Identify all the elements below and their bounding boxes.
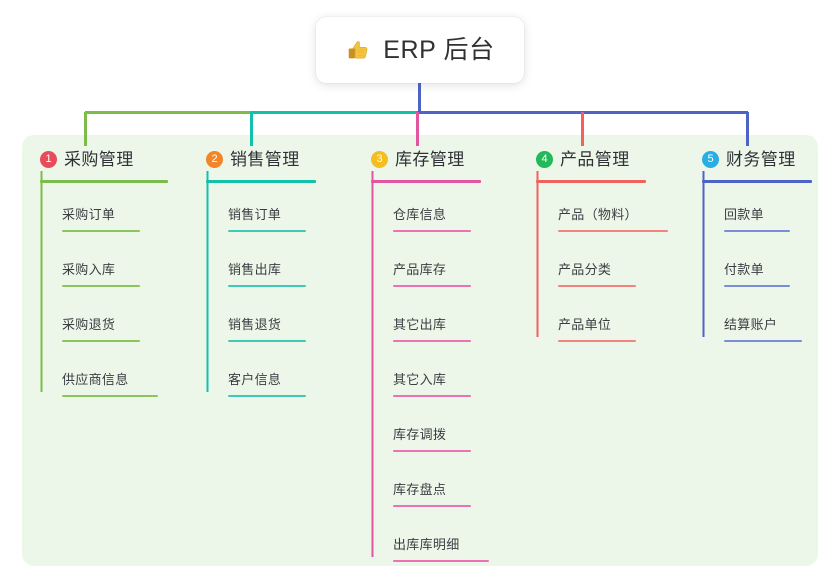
leaf-underline [724, 340, 802, 342]
branch-header-2[interactable]: 2 销售管理 [188, 146, 354, 172]
leaf-label: 其它出库 [393, 317, 447, 332]
branch-header-3[interactable]: 3 库存管理 [353, 146, 519, 172]
leaf-node[interactable]: 销售退货 [228, 318, 306, 342]
leaf-label: 采购入库 [62, 262, 116, 277]
leaf-label: 付款单 [724, 262, 764, 277]
leaf-label: 产品库存 [393, 262, 447, 277]
branch-column-1: 1 采购管理 采购订单 采购入库 采购退货 供应商信息 [22, 146, 188, 397]
leaf-node[interactable]: 销售出库 [228, 263, 306, 287]
branch-title-5: 财务管理 [726, 149, 796, 169]
leaf-underline [228, 230, 306, 232]
leaf-label: 销售订单 [228, 207, 282, 222]
leaf-label: 库存盘点 [393, 482, 447, 497]
leaf-underline [393, 395, 471, 397]
leaf-underline [724, 285, 790, 287]
branch-badge-1: 1 [40, 150, 57, 168]
branch-underline-3 [371, 180, 481, 183]
leaf-node[interactable]: 库存调拨 [393, 428, 471, 452]
leaf-underline [62, 285, 140, 287]
leaf-label: 供应商信息 [62, 372, 129, 387]
leaf-underline [393, 450, 471, 452]
leaf-underline [228, 395, 306, 397]
leaf-node[interactable]: 结算账户 [724, 318, 802, 342]
leaf-underline [558, 340, 636, 342]
leaf-underline [558, 285, 636, 287]
leaf-label: 产品单位 [558, 317, 612, 332]
leaf-node[interactable]: 产品库存 [393, 263, 471, 287]
leaf-node[interactable]: 出库库明细 [393, 538, 489, 562]
branch-underline-2 [206, 180, 316, 183]
leaf-label: 出库库明细 [393, 537, 460, 552]
leaf-underline [62, 340, 140, 342]
leaf-node[interactable]: 采购入库 [62, 263, 140, 287]
branch-column-4: 4 产品管理 产品（物料） 产品分类 产品单位 [518, 146, 684, 342]
leaf-underline [393, 505, 471, 507]
root-title: ERP 后台 [383, 35, 495, 64]
branch-title-2: 销售管理 [230, 149, 300, 169]
leaf-underline [228, 285, 306, 287]
leaf-label: 客户信息 [228, 372, 282, 387]
leaf-underline [393, 340, 471, 342]
branch-column-3: 3 库存管理 仓库信息 产品库存 其它出库 其它入库 库存调拨 库存盘点 [353, 146, 519, 562]
leaf-label: 其它入库 [393, 372, 447, 387]
leaf-node[interactable]: 其它出库 [393, 318, 471, 342]
branch-title-4: 产品管理 [560, 149, 630, 169]
leaf-node[interactable]: 产品（物料） [558, 208, 668, 232]
branch-header-1[interactable]: 1 采购管理 [22, 146, 188, 172]
leaf-node[interactable]: 其它入库 [393, 373, 471, 397]
leaf-underline [393, 285, 471, 287]
leaf-node[interactable]: 付款单 [724, 263, 790, 287]
root-node-content: ERP 后台 [345, 37, 495, 64]
leaf-node[interactable]: 库存盘点 [393, 483, 471, 507]
leaf-underline [393, 560, 489, 562]
leaf-node[interactable]: 产品分类 [558, 263, 636, 287]
branch-column-2: 2 销售管理 销售订单 销售出库 销售退货 客户信息 [188, 146, 354, 397]
leaf-node[interactable]: 客户信息 [228, 373, 306, 397]
leaf-label: 销售退货 [228, 317, 282, 332]
branch-header-5[interactable]: 5 财务管理 [684, 146, 839, 172]
leaf-node[interactable]: 销售订单 [228, 208, 306, 232]
leaf-underline [228, 340, 306, 342]
leaf-node[interactable]: 回款单 [724, 208, 790, 232]
branch-title-1: 采购管理 [64, 149, 134, 169]
leaf-underline [393, 230, 471, 232]
leaf-underline [62, 230, 140, 232]
leaf-underline [724, 230, 790, 232]
leaf-label: 销售出库 [228, 262, 282, 277]
branch-title-3: 库存管理 [395, 149, 465, 169]
branch-badge-4: 4 [536, 150, 553, 168]
leaf-underline [558, 230, 668, 232]
branch-header-4[interactable]: 4 产品管理 [518, 146, 684, 172]
root-node[interactable]: ERP 后台 [316, 17, 524, 83]
leaf-label: 库存调拨 [393, 427, 447, 442]
leaf-label: 产品（物料） [558, 207, 638, 222]
thumbs-up-icon [348, 40, 368, 59]
leaf-underline [62, 395, 158, 397]
leaf-label: 仓库信息 [393, 207, 447, 222]
branch-badge-3: 3 [371, 150, 388, 168]
branch-underline-5 [702, 180, 812, 183]
branch-badge-2: 2 [206, 150, 223, 168]
leaf-label: 采购订单 [62, 207, 116, 222]
branch-underline-1 [40, 180, 168, 183]
leaf-label: 产品分类 [558, 262, 612, 277]
branch-underline-4 [536, 180, 646, 183]
leaf-node[interactable]: 采购退货 [62, 318, 140, 342]
leaf-node[interactable]: 供应商信息 [62, 373, 158, 397]
leaf-label: 结算账户 [724, 317, 778, 332]
branches-panel [22, 135, 818, 566]
leaf-label: 采购退货 [62, 317, 116, 332]
leaf-node[interactable]: 采购订单 [62, 208, 140, 232]
branch-column-5: 5 财务管理 回款单 付款单 结算账户 [684, 146, 839, 342]
leaf-node[interactable]: 产品单位 [558, 318, 636, 342]
leaf-node[interactable]: 仓库信息 [393, 208, 471, 232]
leaf-label: 回款单 [724, 207, 764, 222]
branch-badge-5: 5 [702, 150, 719, 168]
